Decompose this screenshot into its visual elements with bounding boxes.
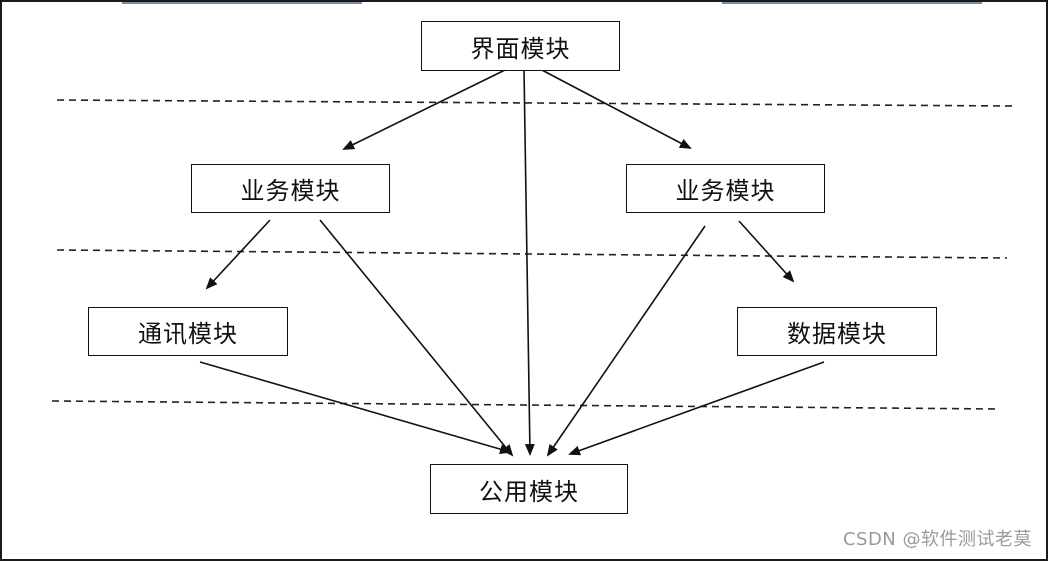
arrow-business-left-to-common xyxy=(319,219,514,457)
arrow-business-right-to-common xyxy=(546,225,706,457)
arrow-data-to-common xyxy=(568,361,825,456)
arrow-ui-to-business-left xyxy=(342,68,508,150)
node-data-module: 数据模块 xyxy=(737,307,937,356)
node-common-module-label: 公用模块 xyxy=(479,477,579,506)
node-comm-module: 通讯模块 xyxy=(88,307,288,356)
layer-divider-3 xyxy=(51,400,1000,410)
node-comm-module-label: 通讯模块 xyxy=(138,320,238,348)
arrow-comm-to-common xyxy=(199,361,512,455)
watermark-text: CSDN @软件测试老莫 xyxy=(842,529,1032,550)
node-data-module-label: 数据模块 xyxy=(787,320,887,348)
layer-divider-2 xyxy=(56,249,1008,259)
node-business-module-left: 业务模块 xyxy=(191,164,390,213)
node-ui-module: 界面模块 xyxy=(421,21,620,71)
node-business-module-right: 业务模块 xyxy=(626,164,825,213)
top-edge-line xyxy=(122,2,982,4)
arrow-ui-to-common xyxy=(523,68,535,456)
node-business-module-left-label: 业务模块 xyxy=(240,177,341,205)
arrow-business-left-to-comm xyxy=(205,219,271,290)
layer-divider-1 xyxy=(56,99,1015,107)
arrow-ui-to-business-right xyxy=(539,68,692,149)
node-common-module: 公用模块 xyxy=(430,464,628,514)
arrow-business-right-to-data xyxy=(738,220,795,283)
node-ui-module-label: 界面模块 xyxy=(470,34,571,63)
node-business-module-right-label: 业务模块 xyxy=(675,177,776,205)
